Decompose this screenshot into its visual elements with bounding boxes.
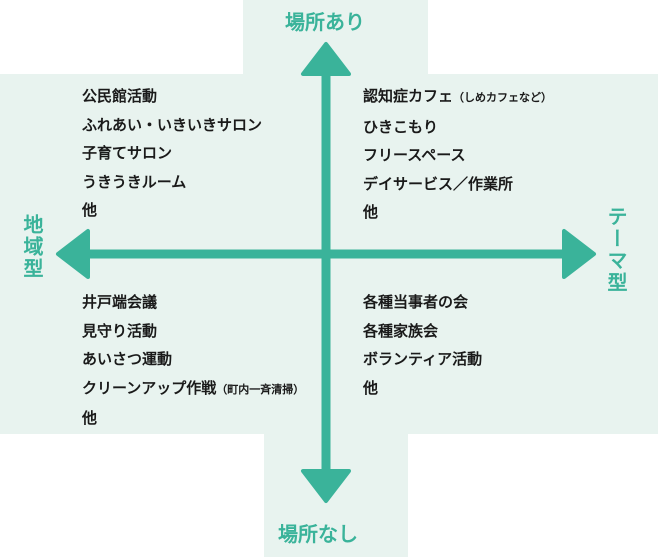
list-item: 各種当事者の会 (363, 293, 469, 311)
quadrant-top-right: 認知症カフェ（しめカフェなど） ひきこもり フリースペース デイサービス／作業所… (363, 82, 552, 227)
axis-label-bottom: 場所なし (278, 522, 358, 546)
list-item: 他 (82, 201, 98, 219)
arrow-left-icon (56, 229, 90, 279)
arrow-down-icon (301, 469, 351, 503)
list-item: ふれあい・いきいきサロン (82, 115, 263, 134)
list-item: 見守り活動 (82, 321, 158, 340)
list-item: 井戸端会議 (82, 293, 158, 311)
arrow-up-icon (301, 42, 351, 76)
list-item-note: （町内一斉清掃） (216, 382, 305, 396)
list-item: ひきこもり (363, 117, 439, 136)
arrow-right-icon (562, 229, 596, 279)
list-item: クリーンアップ作戦（町内一斉清掃） (82, 374, 304, 405)
quadrant-bottom-right: 各種当事者の会 各種家族会 ボランティア活動 他 (363, 288, 482, 402)
list-item: 他 (82, 409, 98, 427)
list-item: うきうきルーム (82, 172, 187, 191)
list-item: 公民館活動 (82, 87, 158, 105)
axis-label-left: 地域型 (20, 214, 44, 280)
quadrant-top-left: 公民館活動 ふれあい・いきいきサロン 子育てサロン うきうきルーム 他 (82, 82, 262, 225)
quadrant-bottom-left: 井戸端会議 見守り活動 あいさつ運動 クリーンアップ作戦（町内一斉清掃） 他 (82, 288, 304, 433)
list-item: 各種家族会 (363, 321, 439, 340)
list-item: デイサービス／作業所 (363, 174, 514, 193)
list-item: 子育てサロン (82, 144, 173, 162)
list-item: あいさつ運動 (82, 350, 173, 368)
list-item: フリースペース (363, 146, 466, 164)
axis-label-right: テーマ型 (604, 206, 628, 294)
list-item: ボランティア活動 (363, 350, 483, 368)
list-item-main: 認知症カフェ (363, 87, 454, 105)
list-item-note: （しめカフェなど） (453, 91, 553, 104)
background-bottom-tab (264, 434, 408, 557)
list-item-main: クリーンアップ作戦 (82, 378, 217, 397)
list-item: 他 (363, 378, 379, 397)
list-item: 認知症カフェ（しめカフェなど） (363, 82, 552, 113)
axis-label-top: 場所あり (285, 10, 365, 34)
list-item: 他 (363, 203, 379, 221)
